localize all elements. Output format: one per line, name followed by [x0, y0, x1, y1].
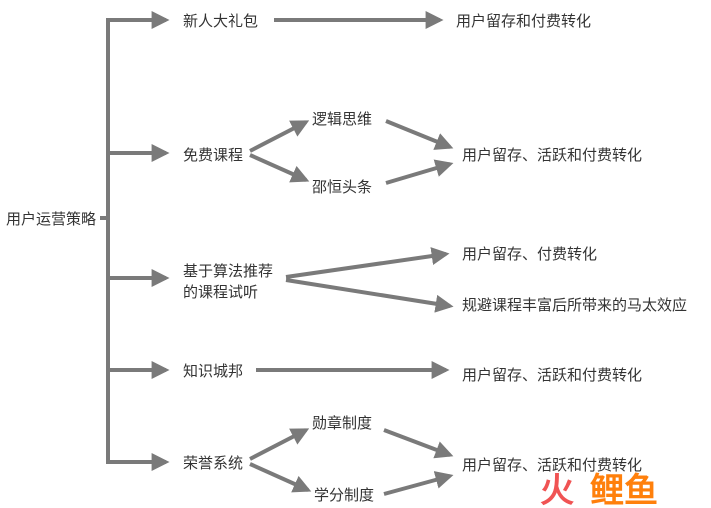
- watermark-part2: 鲤鱼: [590, 471, 658, 508]
- outcome-label-algo-2: 规避课程丰富后所带来的马太效应: [462, 296, 687, 314]
- branch-label-gift-pack: 新人大礼包: [183, 12, 258, 30]
- outcome-label-free-course: 用户留存、活跃和付费转化: [462, 146, 642, 164]
- sub-label-shaoheng: 邵恒头条: [312, 178, 372, 196]
- root-label: 用户运营策略: [6, 210, 96, 228]
- arrow-sub3-outcome: [383, 428, 454, 459]
- outcome-label-knowledge-city: 用户留存、活跃和付费转化: [462, 366, 642, 384]
- sub-label-medal: 勋章制度: [312, 414, 372, 432]
- arrow-branch2-sub2: [249, 153, 310, 183]
- arrow-sub1-outcome: [385, 119, 454, 150]
- branch-label-algo-line1: 基于算法推荐: [183, 262, 273, 280]
- arrow-branch2-sub1: [249, 120, 310, 153]
- branch-label-knowledge-city: 知识城邦: [183, 362, 243, 380]
- arrow-sub4-outcome: [383, 471, 454, 496]
- branch-label-honor-system: 荣誉系统: [183, 454, 243, 472]
- arrow-sub2-outcome: [385, 159, 454, 185]
- branch-label-free-course: 免费课程: [183, 146, 243, 164]
- watermark-logo: 火 鲤鱼: [540, 471, 658, 508]
- arrow-branch3-outcome1: [285, 247, 450, 279]
- arrow-branch5-sub1: [249, 428, 310, 461]
- outcome-label-gift-pack: 用户留存和付费转化: [456, 12, 591, 30]
- branch-label-algo-line2: 的课程试听: [183, 283, 258, 301]
- outcome-label-honor-system: 用户留存、活跃和付费转化: [462, 456, 642, 474]
- sub-label-credit: 学分制度: [314, 486, 374, 504]
- watermark-part1: 火: [540, 471, 574, 508]
- outcome-label-algo-1: 用户留存、付费转化: [462, 245, 597, 263]
- arrow-branch5-sub2: [249, 462, 312, 493]
- arrow-branch3-outcome2: [285, 278, 454, 313]
- sub-label-logic-thinking: 逻辑思维: [312, 110, 372, 128]
